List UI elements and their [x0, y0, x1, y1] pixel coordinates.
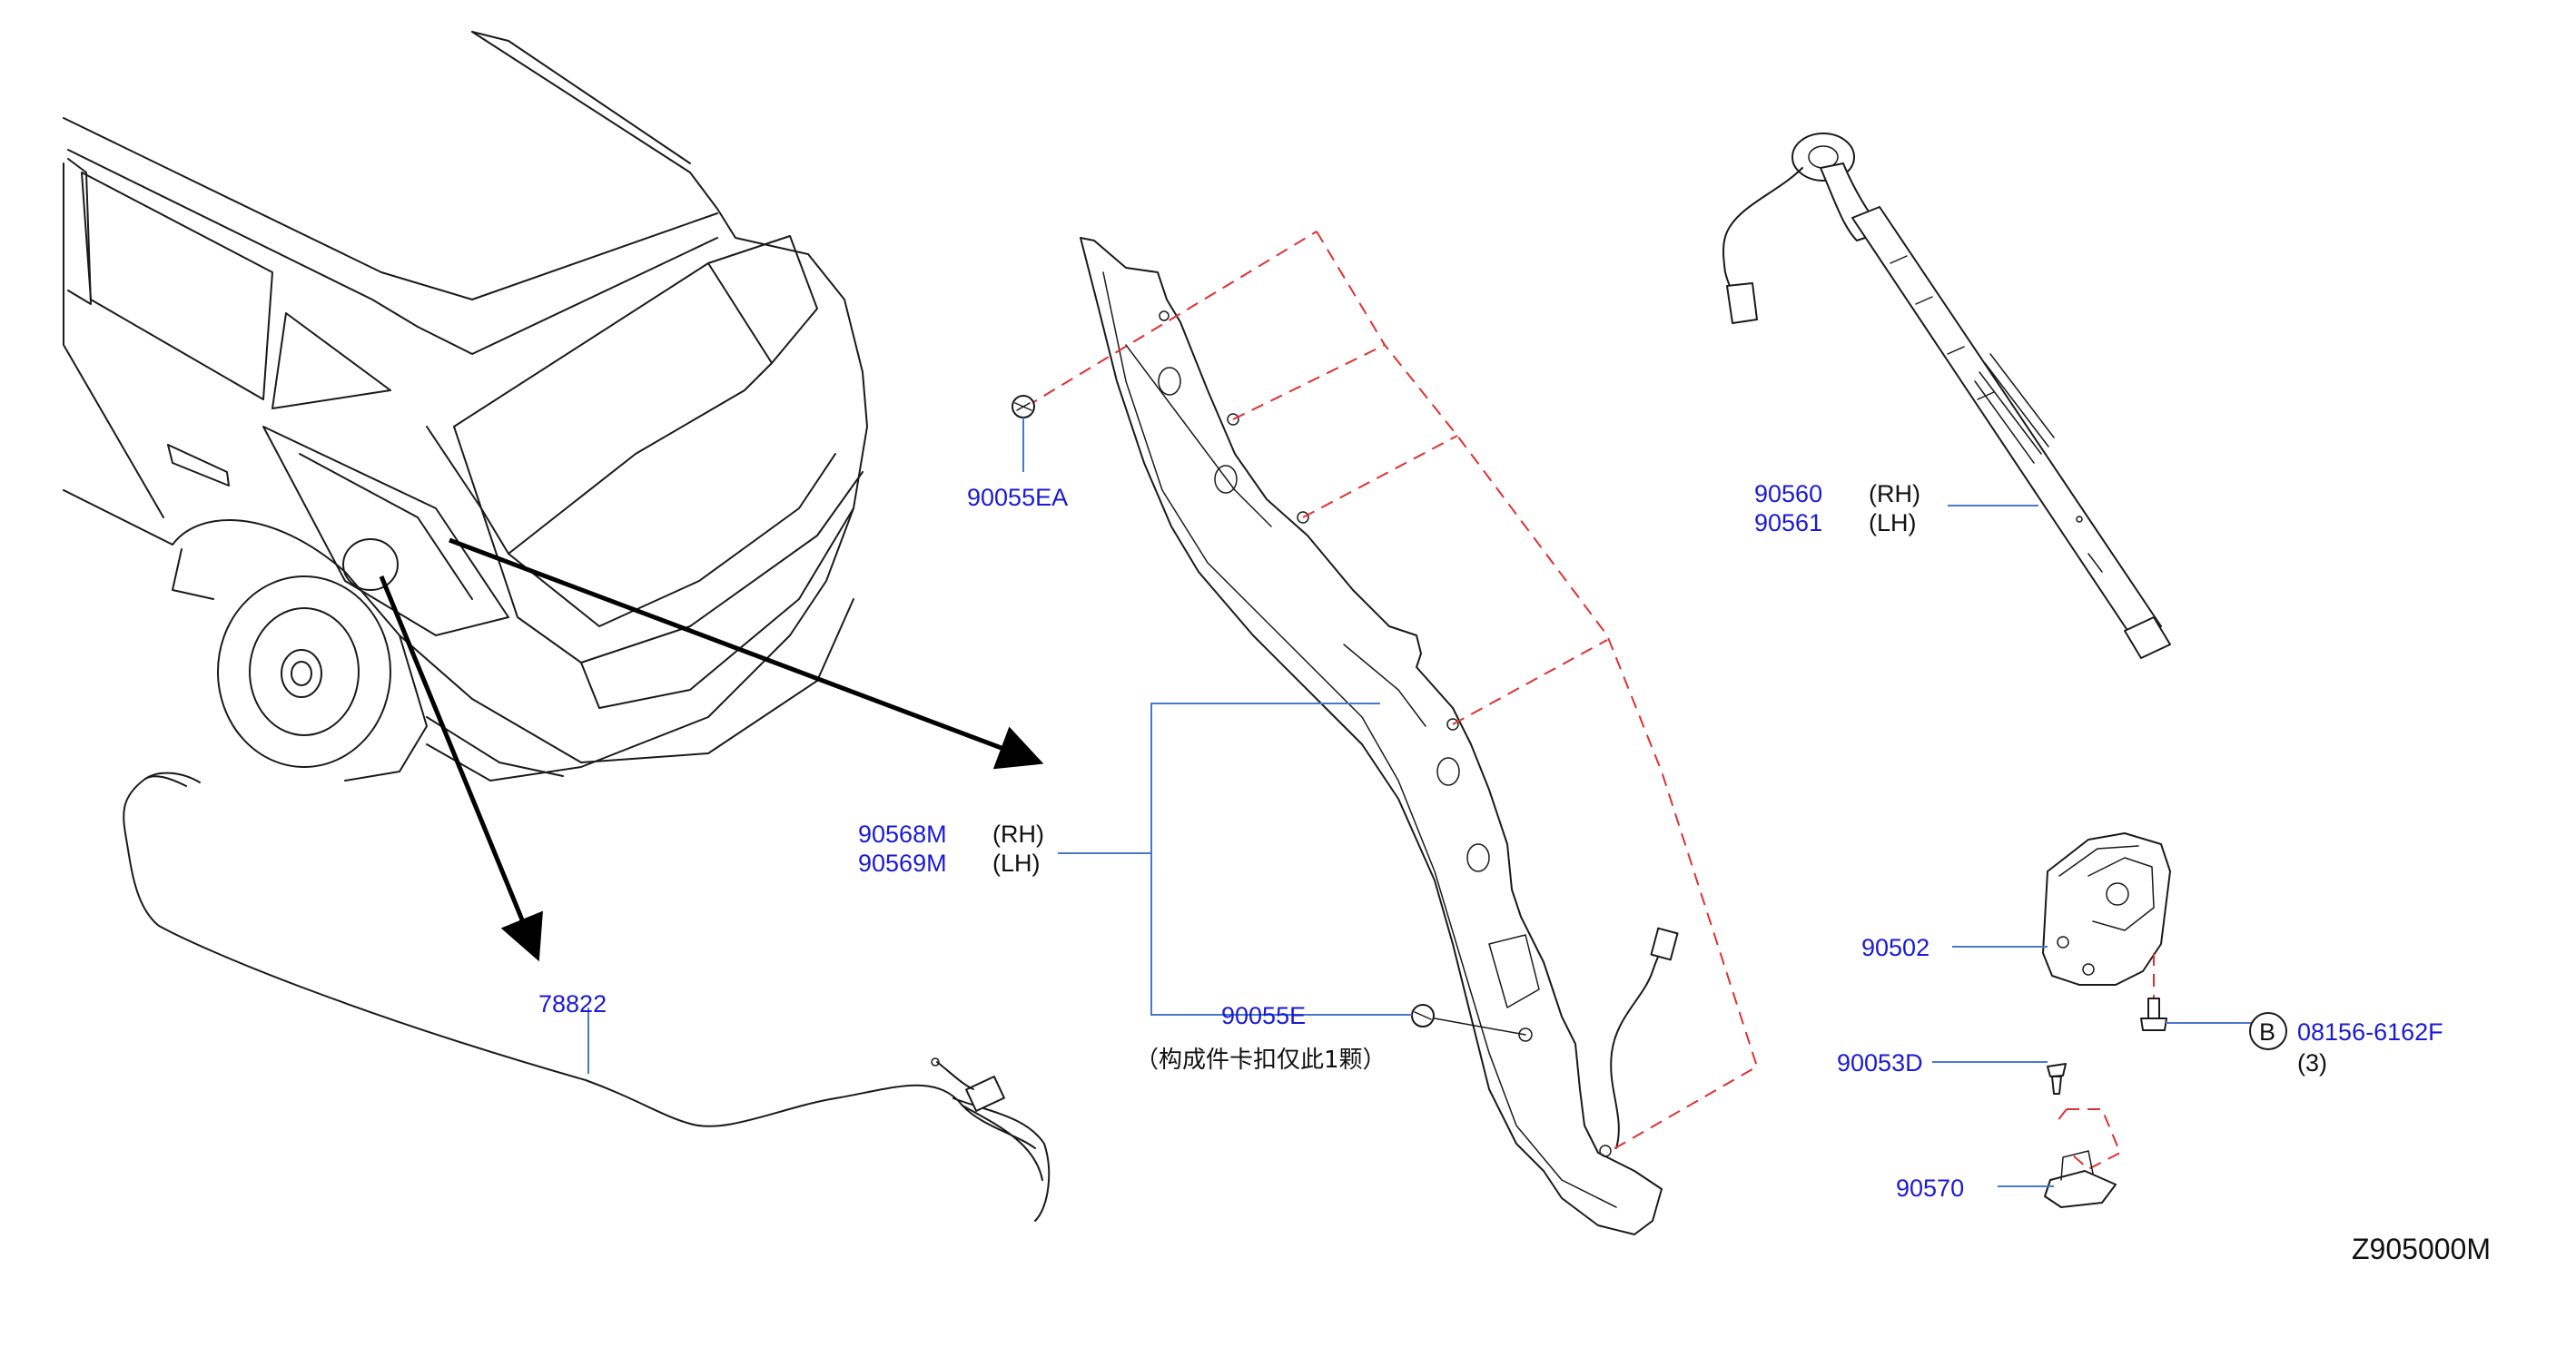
cable-78822: [123, 772, 1051, 1222]
panel-dashed-guides: [1025, 231, 1759, 1154]
side-lh-90569m: (LH): [992, 850, 1041, 877]
pointer-arrows: [379, 537, 1044, 962]
part-number-78822[interactable]: 78822: [538, 990, 607, 1018]
part-number-08156-6162f[interactable]: 08156-6162F: [2297, 1018, 2443, 1046]
leader-lines: [587, 418, 2252, 1187]
clip-90055ea: [1012, 395, 1035, 418]
part-number-90568m[interactable]: 90568M: [858, 821, 947, 848]
latch-90502: [2042, 832, 2171, 1031]
side-rh-90568m: (RH): [992, 821, 1044, 848]
side-rh-90560: (RH): [1869, 480, 1920, 507]
part-number-90570[interactable]: 90570: [1896, 1175, 1964, 1202]
part-number-90561[interactable]: 90561: [1754, 509, 1822, 536]
clip-90055e: [1411, 1004, 1526, 1036]
trim-panel-90568m: [1080, 237, 1679, 1235]
clip-note: （构成件卡扣仅此1颗）: [1135, 1047, 1387, 1074]
switch-90570: [2044, 1063, 2122, 1208]
part-number-90055e[interactable]: 90055E: [1221, 1002, 1306, 1029]
part-number-90560[interactable]: 90560: [1754, 480, 1822, 507]
vehicle-rear-illustration: [63, 31, 868, 782]
callout-b-label: B: [2259, 1018, 2275, 1046]
bolt-quantity: (3): [2297, 1049, 2327, 1077]
side-lh-90561: (LH): [1869, 509, 1917, 536]
part-number-90502[interactable]: 90502: [1861, 934, 1930, 961]
part-number-90055ea[interactable]: 90055EA: [967, 484, 1068, 511]
stay-assembly-90560: [1722, 133, 2171, 659]
part-number-90569m[interactable]: 90569M: [858, 850, 947, 877]
diagram-code: Z905000M: [2352, 1233, 2491, 1265]
callout-b: B: [2249, 1012, 2287, 1050]
part-number-90053d[interactable]: 90053D: [1837, 1049, 1923, 1077]
part-labels: 90055EA 90560 (RH) 90561 (LH) 90568M (RH…: [538, 480, 2491, 1265]
